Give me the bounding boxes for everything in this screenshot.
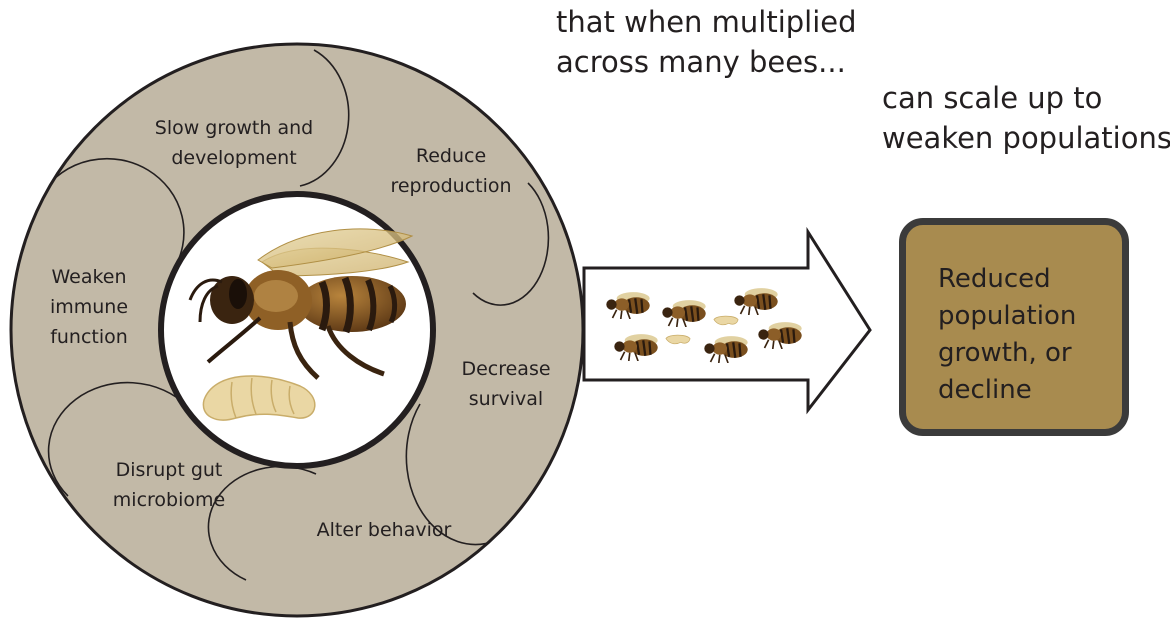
effect-disrupt-gut: Disrupt gut microbiome [84, 455, 254, 515]
effect-line: Weaken [30, 262, 148, 292]
effect-line: Reduce [366, 141, 536, 171]
outcome-line: growth, or [938, 335, 1076, 372]
effect-line: reproduction [366, 171, 536, 201]
mini-larva [666, 335, 690, 344]
effect-line: Slow growth and [134, 113, 334, 143]
outcome-box: Reduced population growth, or decline [899, 218, 1129, 436]
caption-line: can scale up to [882, 78, 1170, 118]
caption-scale-up: can scale up to weaken populations [882, 78, 1170, 158]
mini-larva [714, 316, 738, 325]
outcome-line: Reduced [938, 261, 1076, 298]
effect-line: immune [30, 292, 148, 322]
effect-line: survival [446, 384, 566, 414]
caption-line: weaken populations [882, 118, 1170, 158]
caption-line: across many bees... [556, 42, 857, 82]
outcome-text: Reduced population growth, or decline [938, 261, 1076, 409]
outcome-line: decline [938, 372, 1076, 409]
caption-multiplied: that when multiplied across many bees... [556, 2, 857, 82]
effect-decrease-survival: Decrease survival [446, 354, 566, 414]
effect-line: Decrease [446, 354, 566, 384]
effect-line: function [30, 322, 148, 352]
effect-slow-growth: Slow growth and development [134, 113, 334, 173]
effect-reduce-reproduction: Reduce reproduction [366, 141, 536, 201]
effect-line: Disrupt gut [84, 455, 254, 485]
effect-weaken-immune: Weaken immune function [30, 262, 148, 352]
effect-line: development [134, 143, 334, 173]
caption-line: that when multiplied [556, 2, 857, 42]
outcome-line: population [938, 298, 1076, 335]
effect-line: microbiome [84, 485, 254, 515]
effect-alter-behavior: Alter behavior [296, 515, 472, 545]
effect-line: Alter behavior [296, 515, 472, 545]
